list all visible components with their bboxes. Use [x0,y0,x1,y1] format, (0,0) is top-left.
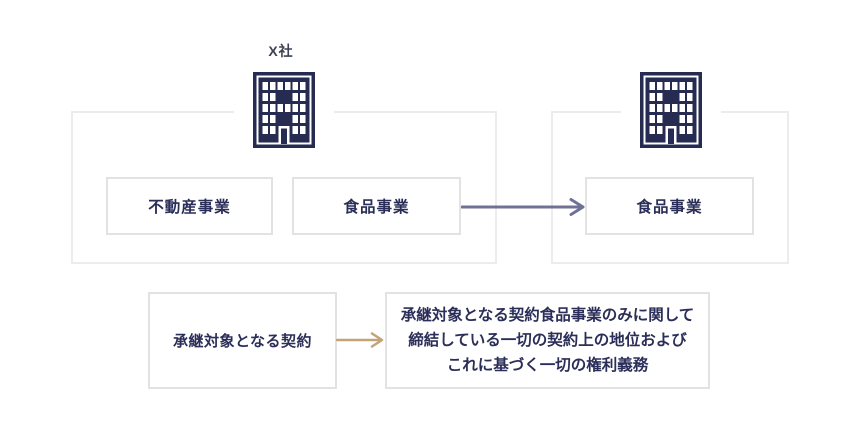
business-box-food-target: 食品事業 [585,177,754,235]
succession-arrow-icon [336,332,384,348]
description-line: 締結している一切の契約上の地位および [408,332,687,349]
description-line: これに基づく一切の権利義務 [446,357,649,374]
succession-description-box: 承継対象となる契約食品事業のみに関して 締結している一切の契約上の地位および こ… [385,292,710,389]
transfer-arrow-icon [461,198,585,216]
succession-subject-box: 承継対象となる契約 [148,292,337,389]
company-label: X社 [268,43,294,59]
building-icon [621,70,721,150]
description-line: 承継対象となる契約食品事業のみに関して [400,307,695,324]
building-icon [234,70,334,150]
business-box-real-estate: 不動産事業 [106,177,273,235]
business-box-food-source: 食品事業 [292,177,461,235]
